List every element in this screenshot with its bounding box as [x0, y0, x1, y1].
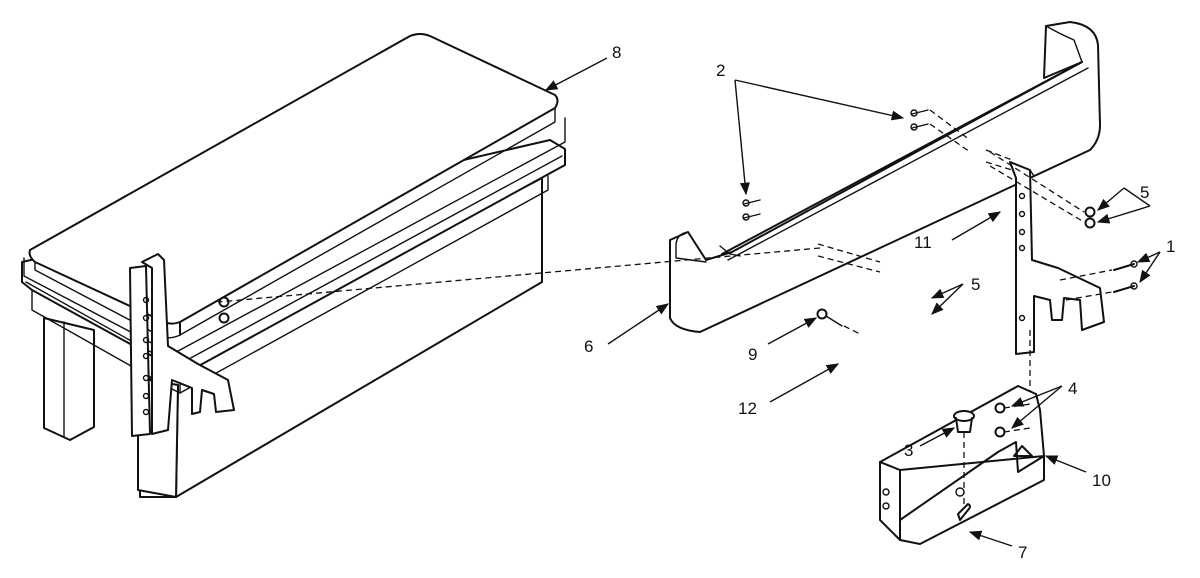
callout-2: 2	[716, 61, 725, 80]
callout-8: 8	[612, 43, 621, 62]
mounting-bracket-assembly	[129, 21, 1138, 545]
callout-1: 1	[1166, 237, 1175, 256]
cotter-pin-7	[957, 498, 971, 521]
callout-11: 11	[914, 233, 932, 252]
callout-5-upper: 5	[1140, 183, 1149, 202]
callout-4: 4	[1068, 379, 1077, 398]
leader-lines	[544, 57, 1161, 547]
nuts-5	[217, 151, 1096, 324]
storage-box	[21, 33, 566, 498]
washers-4	[994, 402, 1031, 438]
callout-9: 9	[748, 345, 757, 364]
callout-3: 3	[904, 441, 913, 460]
rear-bracket	[1009, 161, 1105, 355]
bolts-1	[1059, 260, 1138, 301]
callout-labels: 1 2 3 4 5 5 6 7 8 9 10 11 12	[584, 43, 1175, 562]
stud-9	[816, 308, 861, 335]
callout-5-lower: 5	[971, 275, 980, 294]
callout-6: 6	[584, 337, 593, 356]
bolts-2	[742, 109, 971, 221]
box-left-leg	[43, 317, 95, 441]
callout-10: 10	[1092, 471, 1111, 490]
bracket-holes	[142, 192, 1026, 416]
callout-7: 7	[1018, 543, 1027, 562]
callout-12: 12	[738, 399, 757, 418]
pin-3	[953, 410, 975, 494]
